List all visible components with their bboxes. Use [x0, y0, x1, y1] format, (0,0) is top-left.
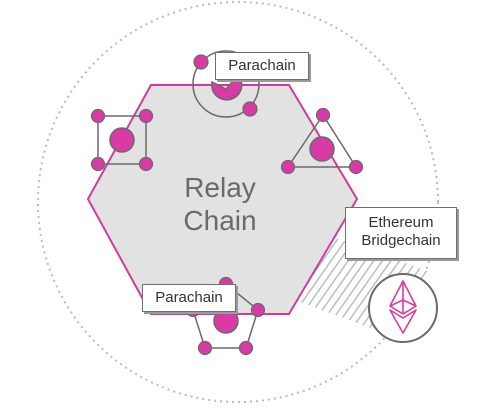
ethereum-bridge-node	[368, 273, 438, 343]
bridge-label-line2: Bridgechain	[361, 232, 441, 249]
parachain-top-node-group	[192, 50, 260, 118]
parachain-top-callout: Parachain	[215, 52, 309, 80]
ethereum-bridge-callout: Ethereum Bridgechain	[345, 207, 457, 259]
parachain-left-node-group	[90, 108, 154, 172]
relay-chain-title-line1: Relay	[184, 172, 256, 203]
outer-dotted-circle	[37, 1, 439, 403]
parachain-right-node-group	[280, 107, 364, 175]
bridge-label-line1: Ethereum	[368, 214, 434, 231]
relay-chain-title-line2: Chain	[183, 205, 257, 236]
ethereum-logo-icon	[389, 280, 417, 334]
relay-chain-hexagon	[86, 84, 359, 315]
parachain-bottom-callout: Parachain	[142, 284, 236, 312]
